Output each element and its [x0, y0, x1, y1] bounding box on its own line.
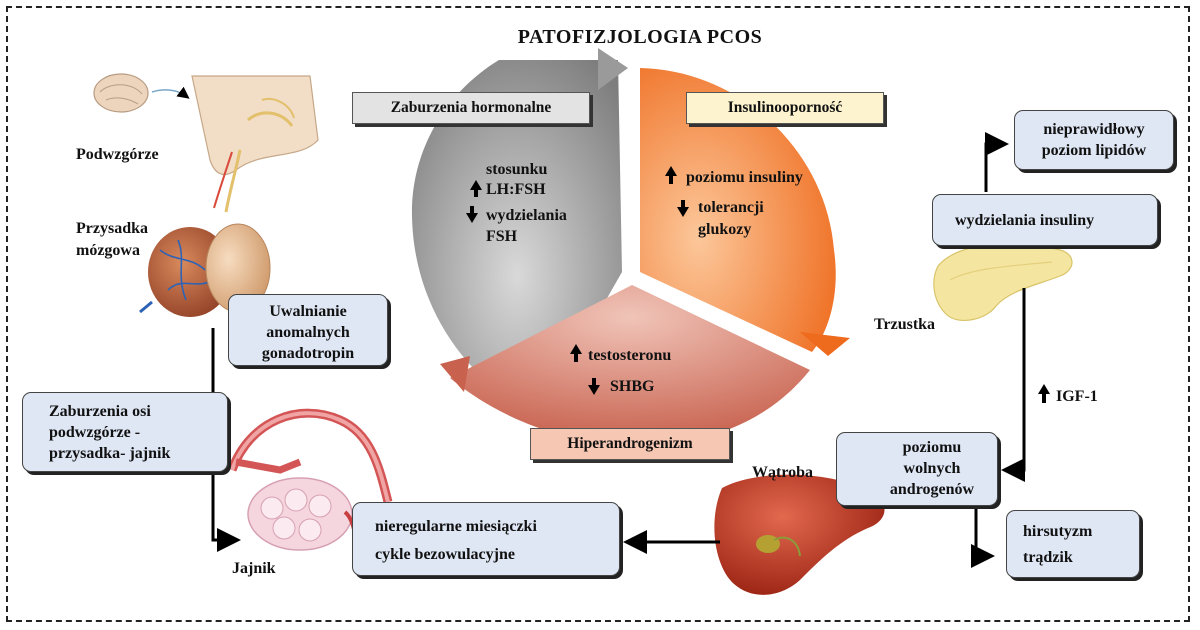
axis-line3: przysadka- jajnik: [49, 445, 171, 462]
hyperandrogen-line2: SHBG: [610, 378, 655, 395]
insulin-line2: tolerancji: [698, 199, 764, 216]
menses-line1: nieregularne miesiączki: [375, 518, 537, 535]
arrow-insulin-to-lipids: [984, 132, 1009, 192]
hirsutism-label: hirsutyzm: [1023, 523, 1093, 540]
box-free-androgens: poziomu wolnych androgenów: [836, 432, 998, 506]
label-liver: Wątroba: [752, 464, 814, 481]
insulin-line1: poziomu insuliny: [686, 169, 803, 186]
free-andro-line1: poziomu: [902, 439, 962, 456]
acne-label: trądzik: [1023, 549, 1073, 566]
page-title: PATOFIZJOLOGIA PCOS: [517, 26, 763, 48]
pituitary-illustration: [139, 223, 271, 317]
sector-insulin-arrowhead: [800, 332, 850, 356]
header-hyperandrogen: Hiperandrogenizm: [530, 428, 730, 460]
up-arrow-icon: [665, 166, 677, 184]
down-arrow-icon: [588, 378, 600, 395]
arrow-andro-to-hirsutism: [971, 506, 995, 568]
gonadotropin-line1: Uwalnianie: [269, 303, 347, 320]
label-pituitary-2: mózgowa: [76, 242, 140, 259]
hormonal-line1: stosunku: [486, 161, 548, 178]
lipids-line1: nieprawidłowy: [1043, 121, 1145, 138]
free-andro-line2: wolnych: [903, 460, 961, 477]
down-arrow-icon: [677, 200, 689, 217]
box-irregular-menses: nieregularne miesiączki cykle bezowulacy…: [352, 502, 620, 576]
arrow-pancreas-to-andro: [1001, 288, 1026, 482]
header-insulin: Insulinooporność: [686, 92, 884, 124]
label-igf: IGF-1: [1056, 388, 1098, 405]
label-hypothalamus: Podwzgórze: [76, 146, 159, 163]
box-axis-disorder: Zaburzenia osi podwzgórze - przysadka- j…: [22, 392, 228, 472]
menses-line2: cykle bezowulacyjne: [375, 546, 515, 563]
ovary-illustration: [227, 408, 393, 551]
sector-hormonal-arrowhead: [598, 48, 628, 90]
brain-icon: [93, 73, 190, 113]
box-gonadotropin: Uwalnianie anomalnych gonadotropin: [228, 294, 388, 366]
hormonal-line3: wydzielania: [486, 207, 567, 224]
gonadotropin-line2: anomalnych: [266, 324, 350, 341]
label-ovary: Jajnik: [232, 560, 276, 577]
gonadotropin-line3: gonadotropin: [261, 345, 355, 362]
header-hormonal: Zaburzenia hormonalne: [352, 92, 590, 124]
hormonal-line2: LH:FSH: [486, 181, 546, 198]
insulin-line3: glukozy: [698, 221, 752, 238]
hypothalamus-illustration: [191, 75, 319, 213]
hormonal-line4: FSH: [486, 228, 518, 245]
box-hirsutism: hirsutyzm trądzik: [1006, 510, 1140, 578]
pancreas-illustration: [933, 243, 1073, 322]
down-arrow-icon: [466, 206, 478, 223]
free-andro-line3: androgenów: [889, 481, 975, 498]
sector-insulin: [640, 68, 836, 352]
box-insulin-secretion: wydzielania insuliny: [932, 194, 1158, 246]
label-pituitary-1: Przysadka: [76, 220, 148, 237]
sector-hyperandrogen-arrowhead: [440, 356, 470, 392]
up-arrow-icon: [1038, 384, 1050, 403]
up-arrow-icon: [570, 344, 582, 362]
axis-line2: podwzgórze -: [49, 424, 141, 441]
hyperandrogen-line1: testosteronu: [588, 347, 672, 364]
up-arrow-icon: [470, 180, 482, 197]
box-lipids: nieprawidłowy poziom lipidów: [1014, 110, 1174, 170]
label-pancreas: Trzustka: [874, 316, 936, 333]
lipids-line2: poziom lipidów: [1041, 142, 1147, 159]
sector-hyperandrogen: [450, 285, 810, 445]
axis-line1: Zaburzenia osi: [49, 403, 151, 420]
dashed-frame: [6, 6, 1190, 622]
insulin-secretion-label: wydzielania insuliny: [955, 212, 1095, 229]
